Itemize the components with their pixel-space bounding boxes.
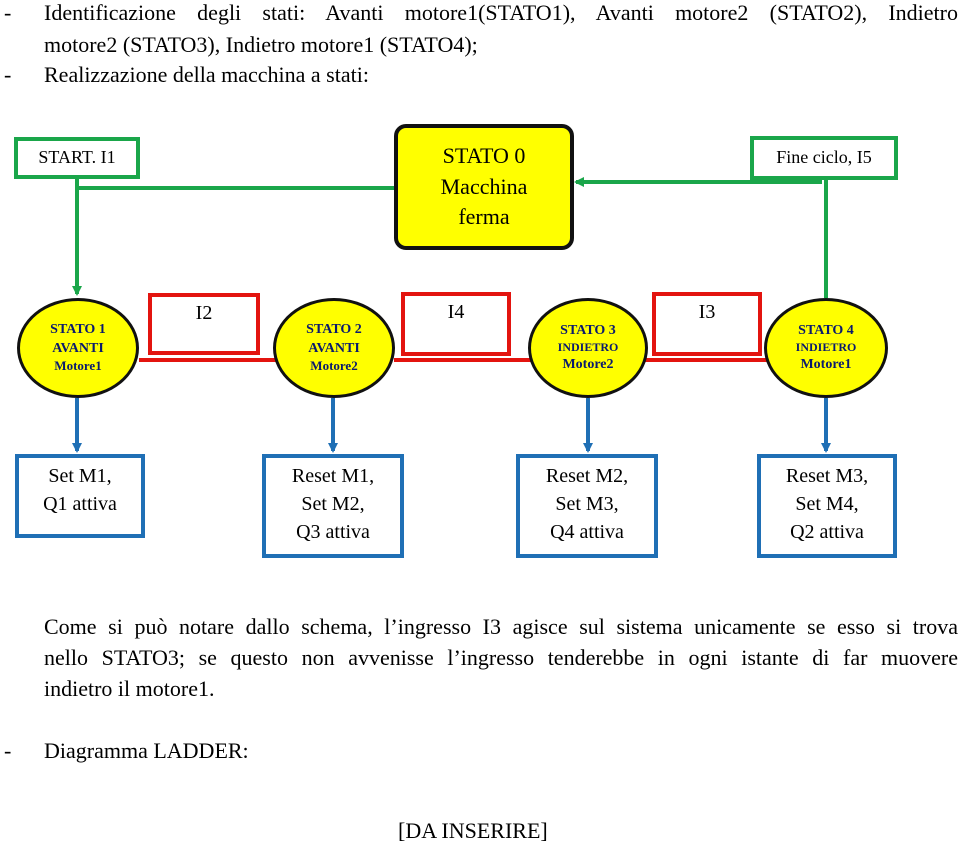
state-3-ellipse: STATO 3 INDIETRO Motore2 [528,298,648,398]
paragraph-line-3: indietro il motore1. [44,676,215,701]
state-4-direction: INDIETRO [795,340,857,355]
action-2-line-3: Q3 attiva [296,521,370,543]
transition-label-3: I3 [698,301,716,323]
action-box-2: Reset M1, Set M2, Q3 attiva [262,454,404,558]
transition-box-3: I3 [652,292,762,356]
state-4-name: STATO 4 [798,323,854,339]
state-2-name: STATO 2 [306,322,362,338]
paragraph-line-2: nello STATO3; se questo non avvenisse l’… [44,645,958,670]
state-2-ellipse: STATO 2 AVANTI Motore2 [273,298,395,398]
placeholder-text: [DA INSERIRE] [398,818,548,843]
bullet-dash: - [4,0,12,25]
end-cycle-label: Fine ciclo, I5 [776,147,872,168]
action-3-line-1: Reset M2, [545,465,629,487]
transition-box-1: I2 [148,293,260,355]
action-2-line-1: Reset M1, [291,465,375,487]
action-2-line-2: Set M2, [301,493,365,515]
action-3-line-3: Q4 attiva [550,521,624,543]
action-box-3: Reset M2, Set M3, Q4 attiva [516,454,658,558]
action-3-line-2: Set M3, [555,493,619,515]
start-label: START. I1 [38,147,116,168]
state-0-box: STATO 0 Macchina ferma [394,124,574,250]
action-box-4: Reset M3, Set M4, Q2 attiva [757,454,897,558]
action-4-line-1: Reset M3, [785,465,869,487]
intro-line-3: Realizzazione della macchina a stati: [44,62,369,87]
bullet-dash: - [4,738,12,763]
state-3-motor: Motore2 [562,356,614,372]
state-3-direction: INDIETRO [557,340,619,355]
paragraph-line-1: Come si può notare dallo schema, l’ingre… [44,614,958,639]
state-1-ellipse: STATO 1 AVANTI Motore1 [17,298,139,398]
state-3-name: STATO 3 [560,323,616,339]
end-cycle-box: Fine ciclo, I5 [750,136,898,180]
state-2-direction: AVANTI [308,340,360,356]
action-4-line-2: Set M4, [795,493,859,515]
state-1-name: STATO 1 [50,322,106,338]
state-0-line-1: STATO 0 [442,142,526,168]
action-box-1: Set M1, Q1 attiva [15,454,145,538]
state-0-line-2: Macchina [440,173,528,199]
action-1-line-1: Set M1, [48,465,112,487]
state-4-ellipse: STATO 4 INDIETRO Motore1 [764,298,888,398]
intro-line-1: Identificazione degli stati: Avanti moto… [44,0,958,25]
bullet-dash: - [4,62,12,87]
ladder-heading: Diagramma LADDER: [44,738,249,763]
intro-line-2: motore2 (STATO3), Indietro motore1 (STAT… [44,32,478,57]
transition-label-2: I4 [447,301,465,323]
state-2-motor: Motore2 [310,357,358,373]
action-4-line-3: Q2 attiva [790,521,864,543]
start-box: START. I1 [14,137,140,179]
state-4-motor: Motore1 [800,356,852,372]
state-1-direction: AVANTI [52,340,104,356]
state-1-motor: Motore1 [54,357,102,373]
transition-box-2: I4 [401,292,511,356]
state-0-line-3: ferma [458,204,510,230]
transition-label-1: I2 [195,302,213,324]
action-1-line-2: Q1 attiva [43,493,117,515]
